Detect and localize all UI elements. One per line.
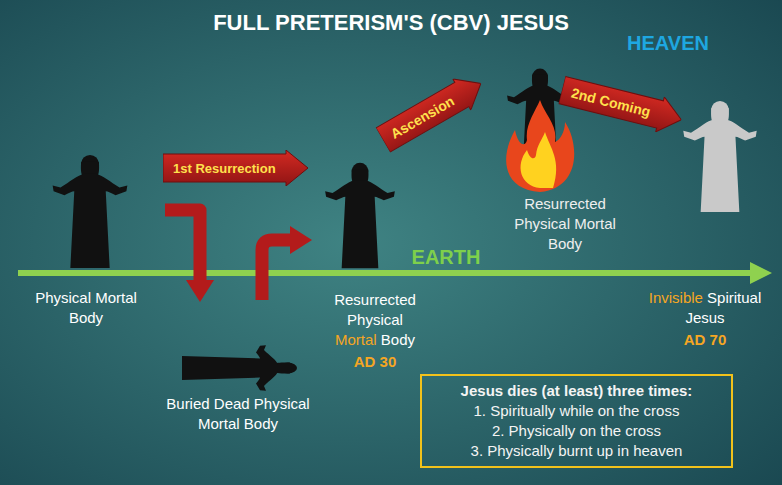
bent-arrow-head <box>290 226 312 254</box>
flame <box>506 100 574 192</box>
node-text: 1. Spiritually while on the cross <box>430 401 723 421</box>
label: Buried Dead Physical Mortal Body <box>156 394 321 434</box>
resurrected-figure <box>325 163 395 268</box>
spiritual-figure <box>683 101 756 212</box>
label: Resurrected Physical Mortal Body <box>327 290 423 350</box>
timeline-head <box>750 262 772 284</box>
timeline <box>18 270 752 276</box>
label: Physical Mortal Body <box>25 288 147 328</box>
node-text: 1st Resurrection <box>173 161 276 176</box>
label: HEAVEN <box>608 33 728 53</box>
arrow-label-shape: 1st Resurrection <box>163 150 308 186</box>
label: AD 30 <box>340 352 410 372</box>
note-heading: Jesus dies (at least) three times: <box>430 381 723 401</box>
label: Invisible Spiritual Jesus <box>643 288 767 328</box>
label: Resurrected Physical Mortal Body <box>500 194 630 254</box>
node-text: 3. Physically burnt up in heaven <box>430 441 723 461</box>
label: AD 70 <box>670 330 740 350</box>
note-box: Jesus dies (at least) three times:1. Spi… <box>420 374 733 468</box>
flame-core <box>521 132 557 188</box>
buried-figure <box>182 345 297 391</box>
bent-arrow <box>165 210 200 282</box>
bent-arrow <box>262 240 292 300</box>
bent-arrow-head <box>186 280 214 302</box>
label: EARTH <box>396 247 496 268</box>
jesus-figure <box>53 155 128 268</box>
node-text: 2. Physically on the cross <box>430 421 723 441</box>
